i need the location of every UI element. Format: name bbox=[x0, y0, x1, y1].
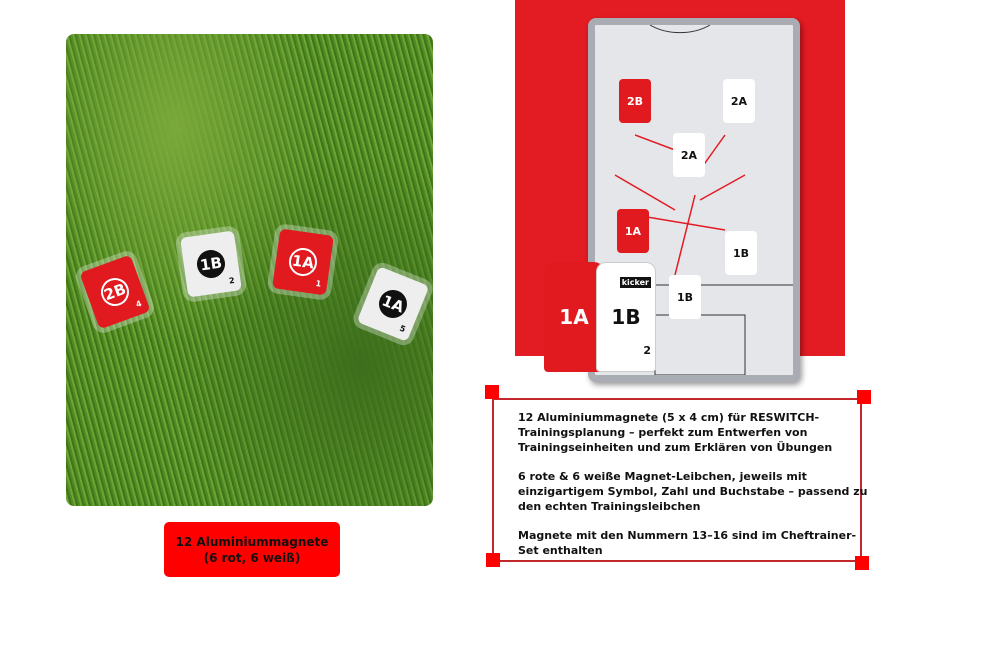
frame-corner bbox=[485, 385, 499, 399]
board-magnet[interactable]: 1A bbox=[617, 209, 649, 253]
kicker-logo: kicker bbox=[619, 277, 651, 288]
board-magnet[interactable]: 2A bbox=[723, 79, 755, 123]
board-magnet[interactable]: 2B bbox=[619, 79, 651, 123]
photo-caption: 12 Aluminiummagnete (6 rot, 6 weiß) bbox=[164, 522, 340, 577]
description-paragraph: 12 Aluminiummagnete (5 x 4 cm) für RESWI… bbox=[518, 411, 833, 454]
description-paragraph: Magnete mit den Nummern 13–16 sind im Ch… bbox=[518, 529, 857, 557]
board-magnet[interactable]: 1B bbox=[669, 275, 701, 319]
frame-corner bbox=[486, 553, 500, 567]
front-jersey-red: 1A bbox=[544, 262, 604, 372]
frame-corner bbox=[857, 390, 871, 404]
board-magnet[interactable]: 1B bbox=[725, 231, 757, 275]
description-paragraph: 6 rote & 6 weiße Magnet-Leibchen, jeweil… bbox=[518, 470, 868, 513]
front-jersey-white: 1B kicker 2 bbox=[596, 262, 656, 372]
description-text: 12 Aluminiummagnete (5 x 4 cm) für RESWI… bbox=[518, 410, 868, 572]
caption-line1: 12 Aluminiummagnete bbox=[175, 534, 329, 549]
frame-corner bbox=[855, 556, 869, 570]
caption-line2: (6 rot, 6 weiß) bbox=[203, 550, 301, 565]
description-frame bbox=[492, 398, 862, 562]
board-magnet[interactable]: 2A bbox=[673, 133, 705, 177]
